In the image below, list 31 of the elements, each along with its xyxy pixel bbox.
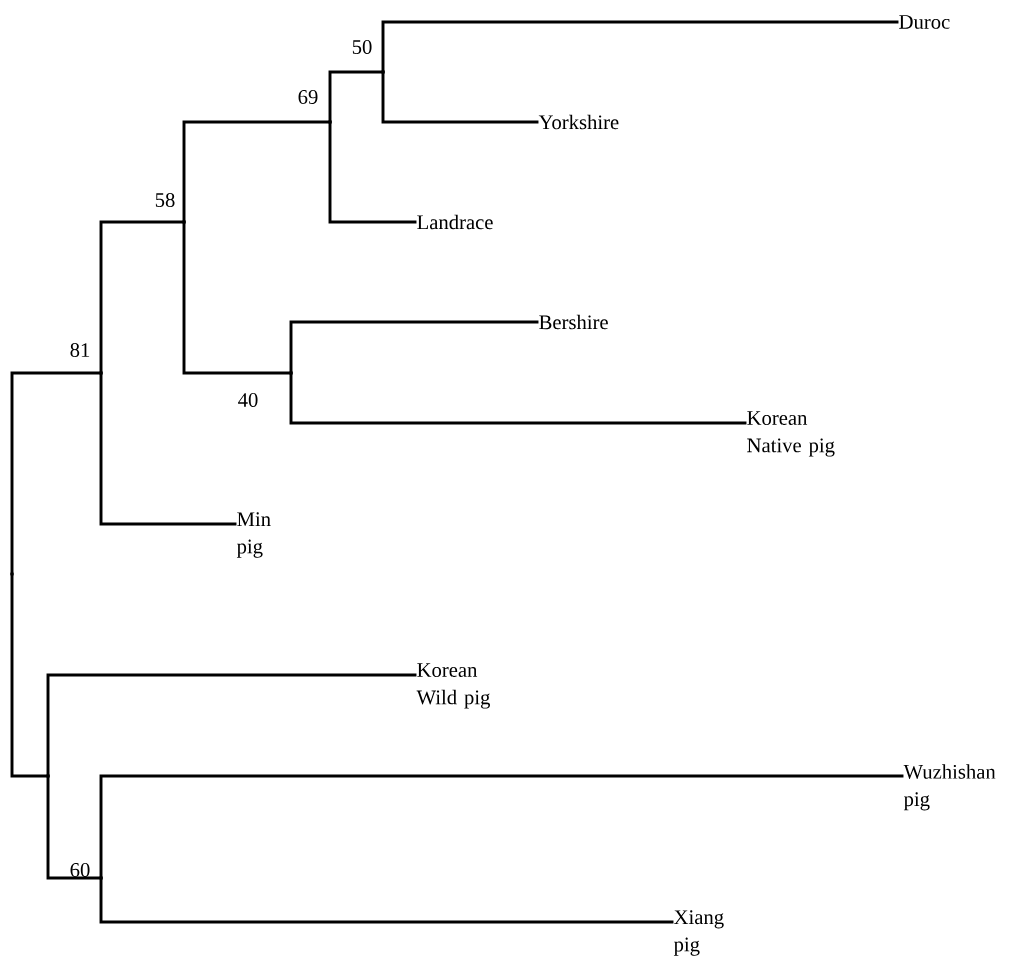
tree-branch — [328, 70, 385, 124]
tree-branch — [289, 371, 747, 425]
leaf-label: Duroc — [899, 15, 950, 29]
leaf-label: Landrace — [417, 214, 493, 230]
bootstrap-value: 40 — [238, 393, 258, 407]
tree-branch — [381, 70, 539, 124]
bootstrap-value: 81 — [70, 343, 90, 357]
leaf-label: Xiang pig — [673, 910, 724, 956]
tree-branch — [99, 774, 904, 880]
tree-branch — [99, 220, 186, 375]
tree-branch — [182, 220, 293, 375]
tree-branch — [381, 20, 899, 74]
tree-branch — [99, 876, 674, 924]
tree-branch — [182, 120, 332, 224]
bootstrap-value: 58 — [155, 193, 175, 207]
tree-branch — [46, 673, 417, 778]
tree-branch — [10, 371, 103, 576]
leaf-label: Wuzhishan pig — [903, 764, 996, 811]
leaf-label: Korean Wild pig — [416, 663, 490, 709]
tree-branch — [10, 572, 50, 778]
bootstrap-value: 50 — [352, 40, 372, 54]
leaf-label: Korean Native pig — [747, 411, 835, 457]
leaf-label: Bershire — [539, 314, 608, 330]
bootstrap-value: 60 — [70, 863, 90, 877]
tree-branch — [328, 120, 417, 224]
leaf-label: Min pig — [236, 512, 271, 558]
tree-branch — [289, 320, 539, 375]
tree-branch — [99, 371, 237, 526]
leaf-label: Yorkshire — [538, 114, 619, 130]
bootstrap-value: 69 — [298, 90, 318, 104]
tree-branch — [46, 774, 103, 880]
